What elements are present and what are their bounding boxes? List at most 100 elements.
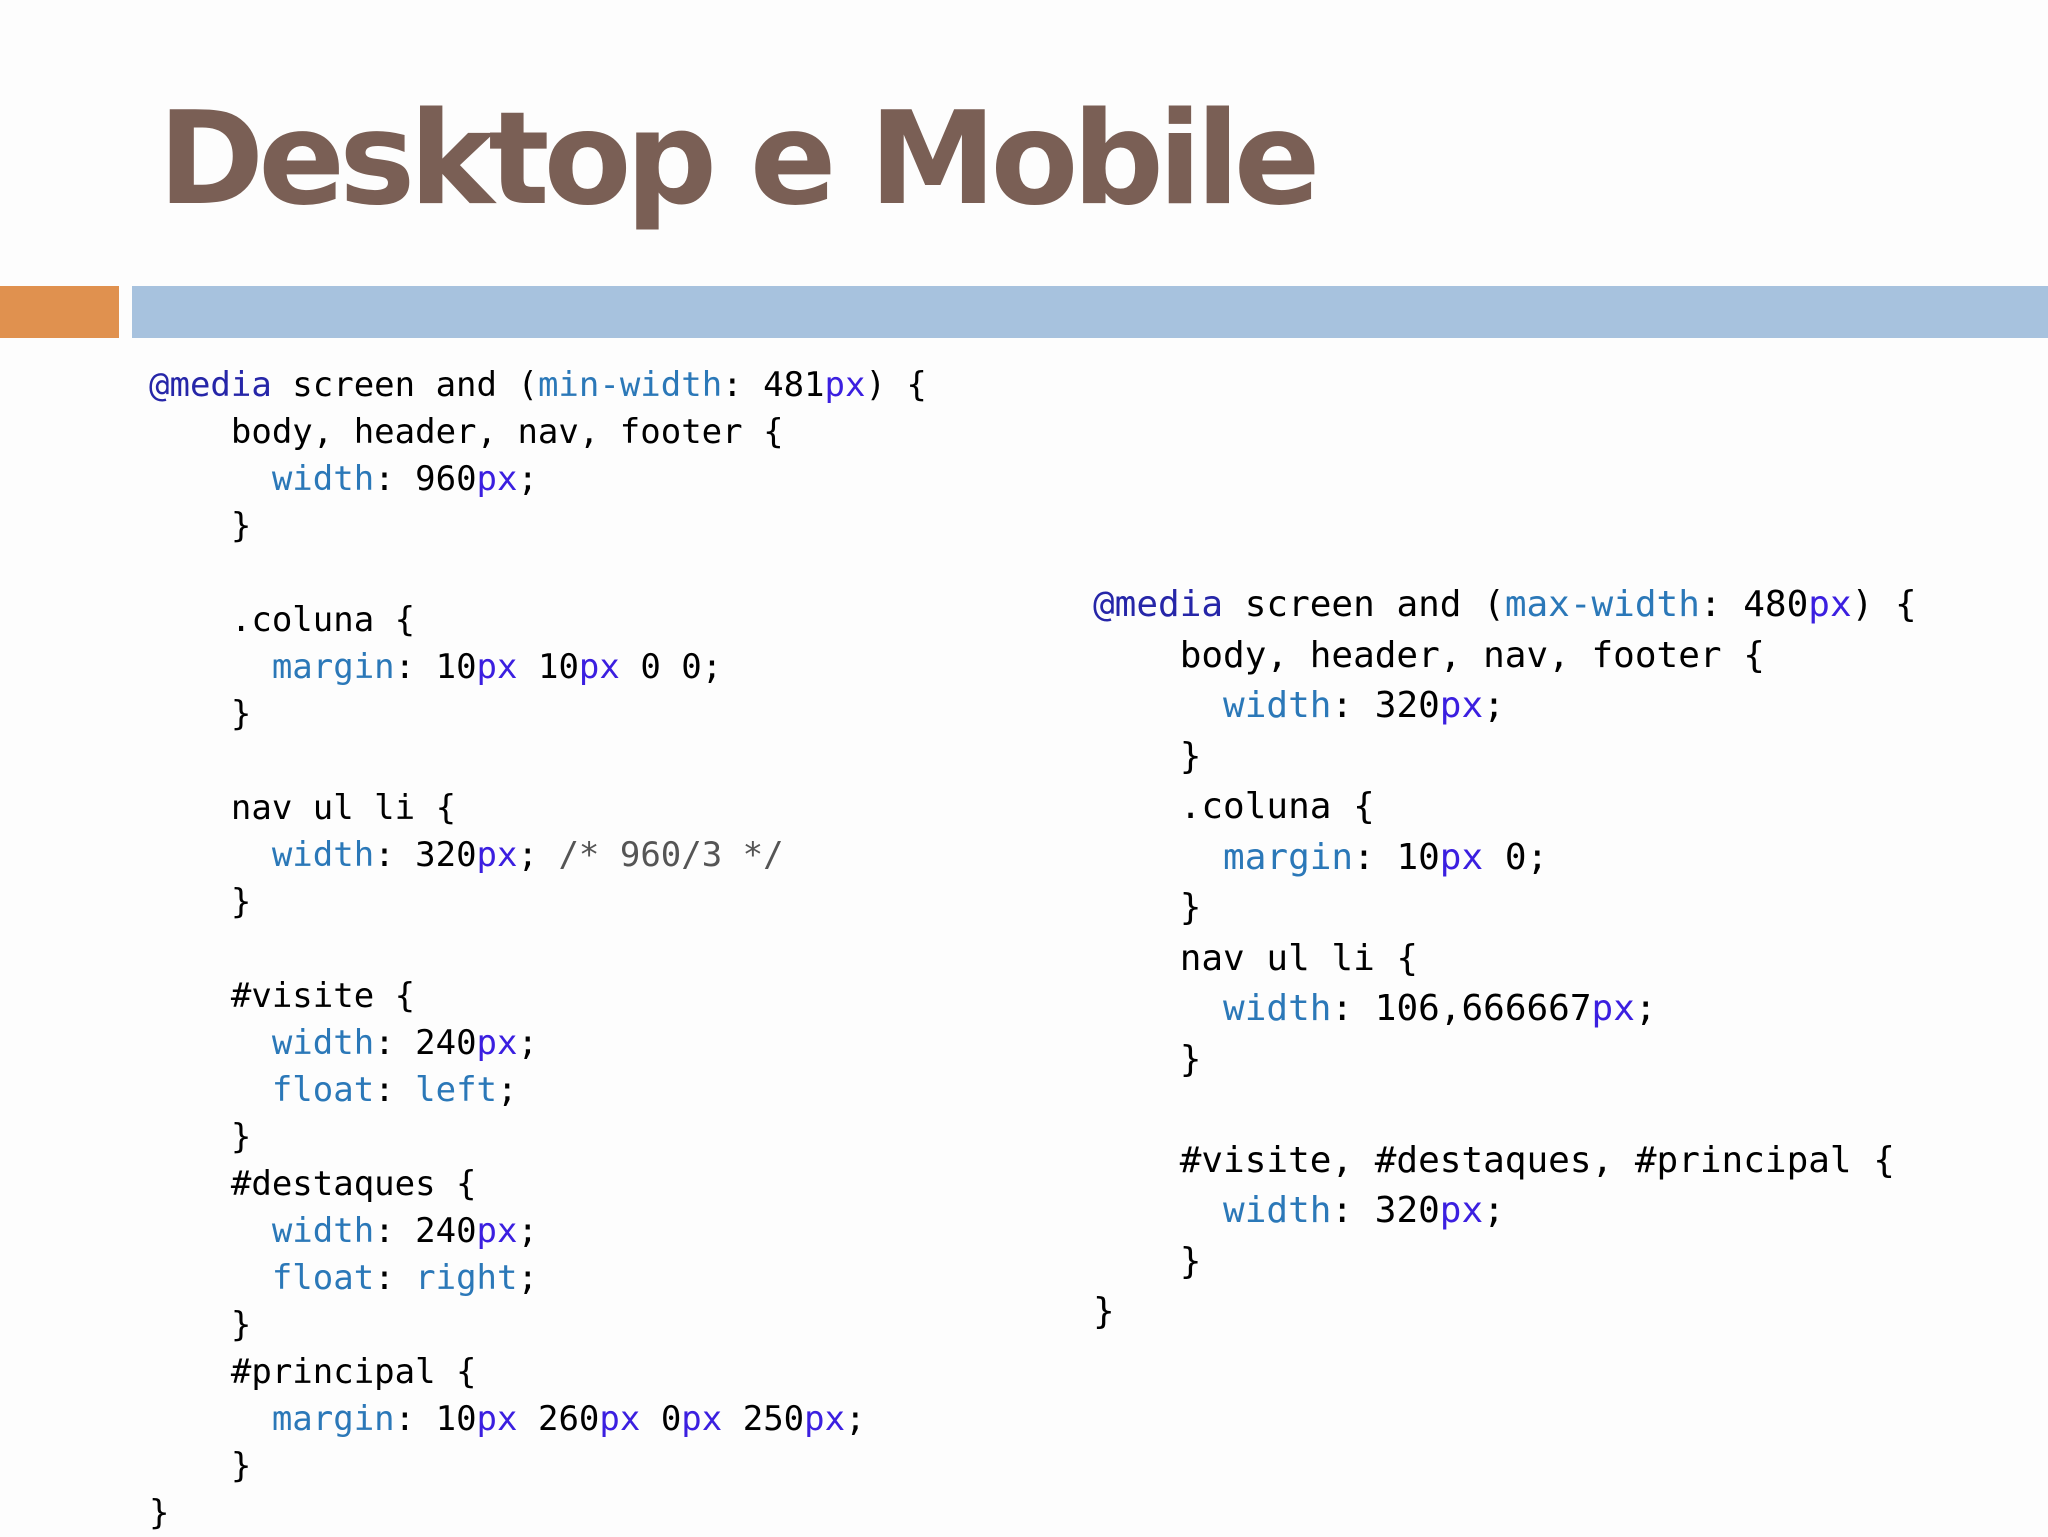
code-line: width: 240px; [149,1020,927,1067]
code-line: width: 240px; [149,1208,927,1255]
code-token: } [149,1117,252,1157]
code-token: px [476,647,518,687]
code-token: px [804,1399,846,1439]
code-line: #principal { [149,1349,927,1396]
code-token: #principal { [149,1352,477,1392]
code-line: } [1093,1035,1917,1086]
code-token: #visite, #destaques, #principal { [1093,1139,1895,1181]
code-token: px [1439,1190,1484,1231]
code-token: : 320 [374,835,477,875]
code-line: @media screen and (min-width: 481px) { [149,362,927,409]
code-token [149,1399,272,1439]
code-token: float [271,1258,375,1298]
code-token: } [149,694,252,734]
code-line: body, header, nav, footer { [149,409,927,456]
code-token: screen and ( [1223,584,1505,625]
code-token [149,459,272,499]
code-token: } [149,1493,170,1533]
code-line: margin: 10px 260px 0px 250px; [149,1396,927,1443]
code-line [1093,1085,1917,1136]
code-line [149,738,927,785]
code-line: } [149,503,927,550]
code-token [149,1258,272,1298]
code-line: width: 320px; [1093,681,1917,732]
code-block-mobile: @media screen and (max-width: 480px) { b… [1093,580,1917,1338]
code-line: body, header, nav, footer { [1093,631,1917,682]
code-token: #visite { [149,976,416,1016]
code-token: : 106,666667 [1331,988,1592,1029]
code-token [1093,1190,1223,1231]
code-line: float: right; [149,1255,927,1302]
code-line: } [1093,883,1917,934]
code-token: ; [1483,1190,1505,1231]
code-token: px [599,1399,641,1439]
title-divider-bar [132,286,2048,338]
code-token: px [681,1399,723,1439]
code-token: width [1223,685,1332,726]
code-token: } [149,882,252,922]
code-token: width [271,835,375,875]
code-token: px [476,1023,518,1063]
code-token: ; [517,459,538,499]
code-line: } [1093,1237,1917,1288]
code-token: px [476,1399,518,1439]
code-token [149,835,272,875]
code-line: nav ul li { [1093,934,1917,985]
code-token: @media [149,365,272,405]
code-line: } [149,1302,927,1349]
code-token: px [476,459,518,499]
code-token: : 10 [1353,836,1440,878]
code-line: #visite, #destaques, #principal { [1093,1136,1917,1187]
code-token [1093,837,1223,878]
code-token: ; [517,835,559,875]
code-line: } [149,879,927,926]
code-line [149,550,927,597]
code-line: } [149,691,927,738]
code-line: margin: 10px 0; [1093,833,1917,884]
code-line: } [149,1490,927,1537]
code-token: } [149,1305,252,1345]
code-line: .coluna { [149,597,927,644]
code-token: 10 [517,647,579,687]
code-token: ; [1483,685,1505,726]
title-accent-bar [0,286,119,338]
code-token: ; [1634,988,1657,1029]
code-line: width: 960px; [149,456,927,503]
code-token: margin [1223,836,1354,878]
code-token: ) { [1851,584,1917,625]
code-token: px [1439,836,1484,878]
code-token: } [149,1446,252,1486]
code-token: width [271,459,375,499]
code-token: ; [517,1211,538,1251]
code-token: } [1093,887,1202,928]
code-line [149,926,927,973]
code-line: width: 320px; /* 960/3 */ [149,832,927,879]
code-token: ; [845,1399,866,1439]
code-token: } [1093,1038,1202,1080]
code-token: body, header, nav, footer { [149,412,784,452]
code-token: 250 [722,1399,805,1439]
code-token: 0 [640,1399,682,1439]
code-token: width [1223,1190,1332,1231]
code-token: nav ul li { [1093,937,1419,979]
code-token: width [1223,988,1332,1029]
code-token: width [271,1211,375,1251]
code-token: : 481 [722,365,825,405]
code-token: body, header, nav, footer { [1093,634,1765,676]
code-token: : 10 [394,1399,477,1439]
code-line: nav ul li { [149,785,927,832]
code-token: px [1591,988,1635,1029]
code-line: margin: 10px 10px 0 0; [149,644,927,691]
code-line: width: 106,666667px; [1093,984,1917,1035]
code-token: : 240 [374,1023,477,1063]
code-token [1093,988,1223,1029]
code-token: margin [271,647,395,687]
code-token: } [1093,1240,1202,1282]
code-token: ; [517,1258,538,1298]
code-token: : [374,1070,416,1110]
code-token: : 320 [1331,1190,1440,1231]
code-line: float: left; [149,1067,927,1114]
code-token: @media [1093,584,1224,625]
code-token: #destaques { [149,1164,477,1204]
code-token: px [476,1211,518,1251]
